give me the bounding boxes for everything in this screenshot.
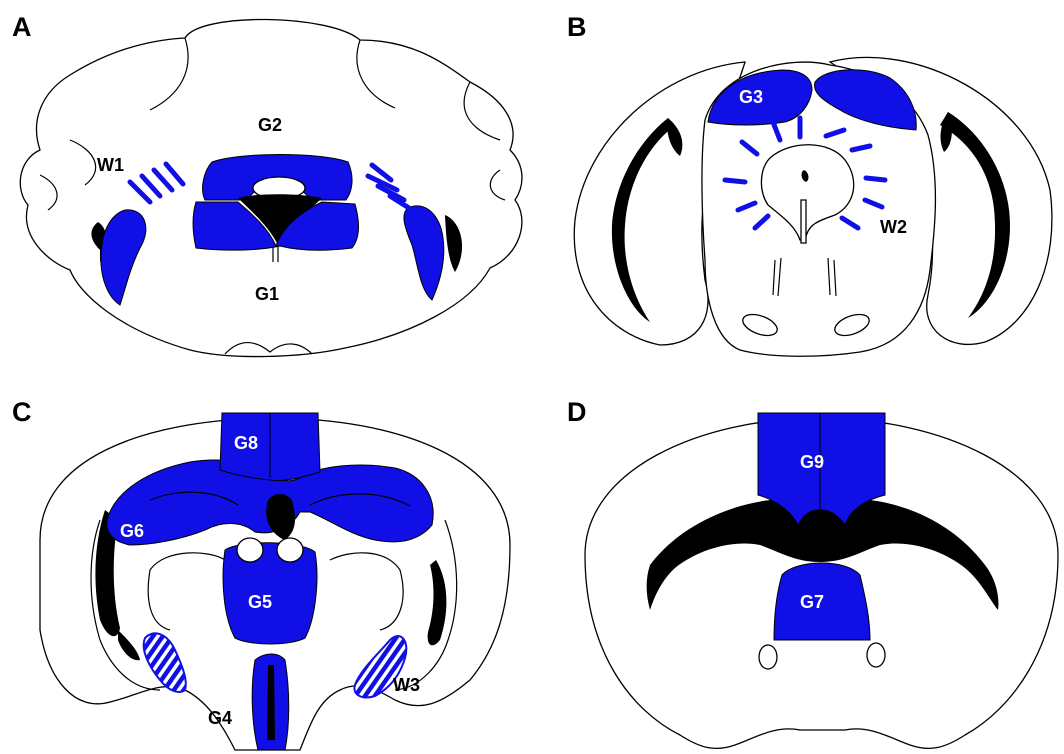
- panel-c-letter: C: [12, 397, 32, 427]
- panel-c: C G8 G6 G5 G4 W3: [12, 397, 510, 750]
- panel-d-label-g9: G9: [800, 452, 824, 472]
- panel-d-letter: D: [567, 397, 587, 427]
- panel-c-label-g5: G5: [248, 592, 272, 612]
- panel-a-label-g1: G1: [255, 284, 279, 304]
- panel-d-fornix-left: [759, 645, 777, 669]
- panel-d-label-g7: G7: [800, 592, 824, 612]
- panel-d-fornix-right: [867, 643, 885, 667]
- panel-c-g4-ventricle: [267, 665, 275, 740]
- panel-b-midline-slit: [801, 200, 806, 243]
- panel-a: A W1 G2: [12, 12, 522, 357]
- panel-c-label-g6: G6: [120, 521, 144, 541]
- panel-c-label-g4: G4: [208, 708, 232, 728]
- panel-b-letter: B: [567, 12, 587, 42]
- panel-a-label-w1: W1: [97, 155, 124, 175]
- panel-b-label-g3: G3: [739, 87, 763, 107]
- panel-a-letter: A: [12, 12, 32, 42]
- panel-b-label-w2: W2: [880, 217, 907, 237]
- panel-c-column-right: [277, 538, 303, 562]
- panel-a-label-g2: G2: [258, 115, 282, 135]
- panel-c-label-w3: W3: [393, 675, 420, 695]
- panel-b: B: [567, 12, 1052, 356]
- panel-d: D G9 G7: [567, 397, 1058, 748]
- panel-c-column-left: [237, 538, 263, 562]
- panel-c-label-g8: G8: [234, 433, 258, 453]
